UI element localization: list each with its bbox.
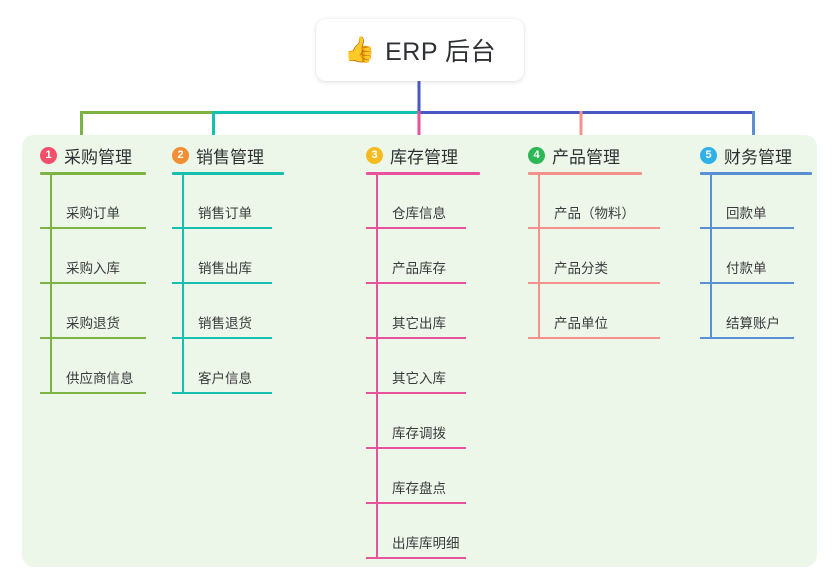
branch-item[interactable]: 采购入库 [40,252,146,284]
branch-number-badge: 1 [40,147,57,164]
branch-item-label: 仓库信息 [392,206,446,221]
branch-item-rule [366,557,466,559]
branch-item-rule [40,282,146,284]
branch-item-label: 产品分类 [554,261,608,276]
branch-spine [538,173,540,339]
branch-header-rule [366,172,480,175]
branch-item-rule [366,502,466,504]
branch-item-label: 其它入库 [392,371,446,386]
branch-item[interactable]: 客户信息 [172,362,272,394]
branch-item-rule [366,392,466,394]
branch-item-label: 产品（物料） [554,206,635,221]
branch-header-rule [40,172,146,175]
branch-title: 产品管理 [552,148,620,167]
branch-item-label: 客户信息 [198,371,252,386]
branch-item[interactable]: 库存调拨 [366,417,466,449]
branch-item-label: 销售退货 [198,316,252,331]
branch-item[interactable]: 产品单位 [528,307,660,339]
branch-title: 采购管理 [64,148,132,167]
branch-item-label: 结算账户 [726,316,780,331]
branch-item-rule [172,337,272,339]
branch-number-badge: 4 [528,147,545,164]
branch-header-1[interactable]: 1 采购管理 [40,143,132,168]
branch-item-label: 其它出库 [392,316,446,331]
branch-item-label: 库存盘点 [392,481,446,496]
branch-number-badge: 2 [172,147,189,164]
branch-number-badge: 3 [366,147,383,164]
branch-header-3[interactable]: 3 库存管理 [366,143,458,168]
branch-header-rule [700,172,812,175]
branch-item[interactable]: 产品（物料） [528,197,660,229]
branch-spine [710,173,712,339]
branch-header-4[interactable]: 4 产品管理 [528,143,620,168]
branch-item-label: 库存调拨 [392,426,446,441]
branch-item-label: 供应商信息 [66,371,134,386]
branch-item-rule [528,227,660,229]
branch-item[interactable]: 产品库存 [366,252,466,284]
branch-header-rule [528,172,642,175]
branch-item[interactable]: 出库库明细 [366,527,466,559]
branch-item-label: 采购订单 [66,206,120,221]
branch-item-rule [366,282,466,284]
thumbs-up-icon: 👍 [343,35,376,64]
branch-item-rule [40,392,146,394]
branch-item-rule [366,337,466,339]
branch-item[interactable]: 销售订单 [172,197,272,229]
branch-item[interactable]: 销售退货 [172,307,272,339]
branch-item-label: 采购入库 [66,261,120,276]
branch-spine [376,173,378,559]
branch-title: 销售管理 [196,148,264,167]
branch-item-rule [700,227,794,229]
branches-panel [22,135,817,567]
branch-item-label: 出库库明细 [392,536,460,551]
branch-item-rule [366,447,466,449]
branch-item[interactable]: 其它出库 [366,307,466,339]
branch-item[interactable]: 销售出库 [172,252,272,284]
branch-item-rule [528,282,660,284]
branch-item[interactable]: 采购订单 [40,197,146,229]
branch-item-label: 付款单 [726,261,767,276]
branch-item-rule [366,227,466,229]
branch-item-rule [172,227,272,229]
branch-item-rule [700,337,794,339]
branch-item-label: 销售出库 [198,261,252,276]
branch-item-rule [40,227,146,229]
branch-item-rule [700,282,794,284]
branch-title: 库存管理 [390,148,458,167]
branch-number-badge: 5 [700,147,717,164]
branch-item[interactable]: 付款单 [700,252,794,284]
root-title: ERP 后台 [385,38,497,66]
branch-item[interactable]: 其它入库 [366,362,466,394]
branch-header-5[interactable]: 5 财务管理 [700,143,792,168]
branch-header-2[interactable]: 2 销售管理 [172,143,264,168]
root-node[interactable]: 👍 ERP 后台 [316,19,524,81]
branch-title: 财务管理 [724,148,792,167]
branch-item[interactable]: 库存盘点 [366,472,466,504]
branch-item-rule [172,282,272,284]
branch-item-rule [40,337,146,339]
branch-item-label: 销售订单 [198,206,252,221]
branch-item-rule [528,337,660,339]
branch-item[interactable]: 结算账户 [700,307,794,339]
branch-item-label: 采购退货 [66,316,120,331]
branch-item[interactable]: 仓库信息 [366,197,466,229]
branch-item-label: 产品库存 [392,261,446,276]
branch-header-rule [172,172,284,175]
branch-item-rule [172,392,272,394]
branch-item[interactable]: 产品分类 [528,252,660,284]
branch-item[interactable]: 供应商信息 [40,362,146,394]
branch-item-label: 回款单 [726,206,767,221]
branch-item[interactable]: 回款单 [700,197,794,229]
branch-item-label: 产品单位 [554,316,608,331]
branch-item[interactable]: 采购退货 [40,307,146,339]
